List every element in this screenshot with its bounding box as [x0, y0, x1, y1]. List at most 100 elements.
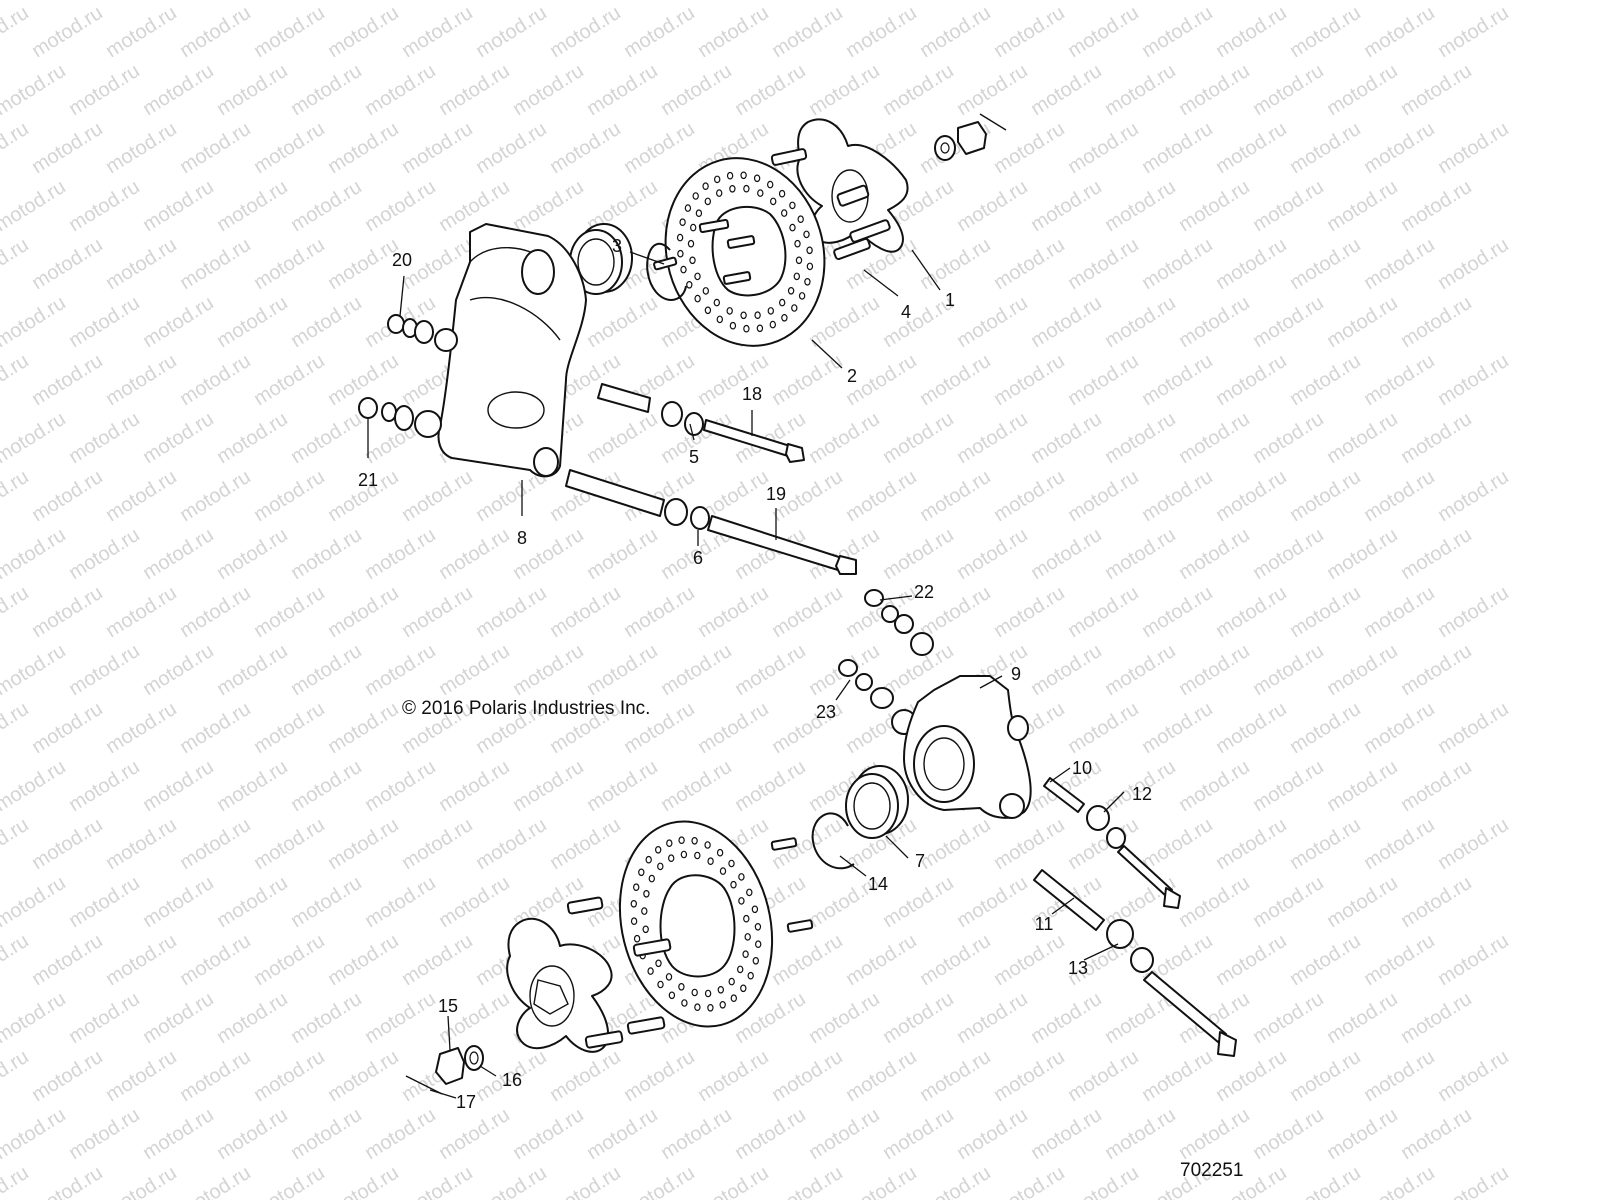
watermark-text: motod.ru: [472, 814, 551, 874]
watermark-text: motod.ru: [1175, 292, 1254, 352]
watermark-text: motod.ru: [28, 698, 107, 758]
callout-22: 22: [914, 582, 934, 602]
bolt-3: [653, 256, 678, 271]
disc-vent-hole: [754, 311, 761, 320]
watermark-text: motod.ru: [916, 2, 995, 62]
watermark-text: motod.ru: [435, 1104, 514, 1164]
watermark-text: motod.ru: [1175, 524, 1254, 584]
watermark-text: motod.ru: [1027, 524, 1106, 584]
watermark-text: motod.ru: [1397, 524, 1476, 584]
watermark-text: motod.ru: [0, 2, 33, 62]
disc-vent-hole: [702, 287, 710, 295]
watermark-text: motod.ru: [1101, 292, 1180, 352]
disc-vent-hole: [678, 836, 685, 845]
disc-vent-hole: [677, 249, 684, 258]
watermark-text: motod.ru: [1434, 698, 1513, 758]
watermark-text: motod.ru: [1360, 698, 1439, 758]
disc-vent-hole: [657, 862, 664, 871]
callout-17: 17: [456, 1092, 476, 1112]
disc-vent-hole: [641, 907, 648, 915]
watermark-text: motod.ru: [916, 1046, 995, 1106]
watermark-text: motod.ru: [1249, 756, 1328, 816]
watermark-text: motod.ru: [176, 698, 255, 758]
disc-vent-hole: [781, 313, 788, 322]
watermark-text: motod.ru: [1323, 524, 1402, 584]
upper-bolt-18-stack: [597, 383, 805, 463]
lower-bolt-19-stack: [565, 469, 857, 575]
watermark-text: motod.ru: [1360, 582, 1439, 642]
disc-vent-hole: [676, 233, 684, 242]
disc-vent-hole: [751, 905, 759, 914]
watermark-text: motod.ru: [324, 1162, 403, 1200]
watermark-text: motod.ru: [213, 60, 292, 120]
watermark-text: motod.ru: [398, 930, 477, 990]
watermark-text: motod.ru: [657, 756, 736, 816]
watermark-text: motod.ru: [324, 582, 403, 642]
watermark-text: motod.ru: [250, 582, 329, 642]
watermark-text: motod.ru: [1101, 1104, 1180, 1164]
disc-vent-hole: [716, 189, 723, 197]
watermark-text: motod.ru: [139, 176, 218, 236]
leader-lines: [367, 249, 1125, 1099]
disc-vent-hole: [704, 197, 712, 206]
disc-vent-hole: [704, 841, 711, 849]
watermark-text: motod.ru: [287, 524, 366, 584]
watermark-text: motod.ru: [1434, 350, 1513, 410]
callout-23: 23: [816, 702, 836, 722]
disc-vent-hole: [726, 171, 734, 180]
watermark-text: motod.ru: [1397, 756, 1476, 816]
disc-vent-hole: [789, 223, 796, 232]
watermark-text: motod.ru: [1434, 466, 1513, 526]
disc-vent-hole: [794, 239, 801, 248]
brake-disc-lower: [618, 820, 814, 1028]
disc-vent-hole: [757, 189, 764, 197]
disc-vent-hole: [630, 899, 638, 908]
watermark-text: motod.ru: [65, 756, 144, 816]
watermark-text: motod.ru: [102, 1046, 181, 1106]
disc-vent-hole: [681, 999, 688, 1007]
watermark-text: motod.ru: [0, 698, 33, 758]
seal-stack-22: [864, 589, 934, 656]
watermark-text: motod.ru: [1249, 872, 1328, 932]
callout-8: 8: [517, 528, 527, 548]
watermark-text: motod.ru: [435, 640, 514, 700]
watermark-text: motod.ru: [1397, 640, 1476, 700]
watermark-text: motod.ru: [583, 408, 662, 468]
watermark-text: motod.ru: [1138, 350, 1217, 410]
disc-vent-hole: [747, 971, 754, 980]
watermark-text: motod.ru: [398, 118, 477, 178]
watermark-text: motod.ru: [176, 350, 255, 410]
watermark-text: motod.ru: [1249, 0, 1328, 4]
watermark-text: motod.ru: [102, 466, 181, 526]
watermark-text: motod.ru: [472, 2, 551, 62]
watermark-text: motod.ru: [139, 524, 218, 584]
disc-vent-hole: [740, 171, 747, 180]
watermark-text: motod.ru: [583, 640, 662, 700]
disc-vent-hole: [678, 982, 685, 991]
watermark-text: motod.ru: [1323, 292, 1402, 352]
watermark-text: motod.ru: [28, 234, 107, 294]
watermark-text: motod.ru: [1360, 1046, 1439, 1106]
watermark-text: motod.ru: [0, 1104, 70, 1164]
watermark-text: motod.ru: [1212, 698, 1291, 758]
watermark-text: motod.ru: [1027, 988, 1106, 1048]
watermark-text: motod.ru: [176, 1162, 255, 1200]
watermark-text: motod.ru: [324, 234, 403, 294]
seal-stack-23: [838, 659, 917, 735]
watermark-text: motod.ru: [28, 350, 107, 410]
disc-vent-hole: [702, 182, 709, 191]
watermark-text: motod.ru: [1175, 60, 1254, 120]
watermark-text: motod.ru: [768, 1046, 847, 1106]
callout-5: 5: [689, 447, 699, 467]
watermark-text: motod.ru: [65, 60, 144, 120]
watermark-text: motod.ru: [916, 466, 995, 526]
watermark-text: motod.ru: [1286, 1162, 1365, 1200]
watermark-text: motod.ru: [1027, 0, 1106, 4]
watermark-text: motod.ru: [0, 292, 70, 352]
watermark-text: motod.ru: [1323, 176, 1402, 236]
disc-vent-hole: [633, 883, 640, 892]
nut-washer-upper: [934, 113, 1007, 161]
pin-10-stack: [1043, 777, 1181, 909]
watermark-text: motod.ru: [1027, 176, 1106, 236]
watermark-text: motod.ru: [28, 118, 107, 178]
